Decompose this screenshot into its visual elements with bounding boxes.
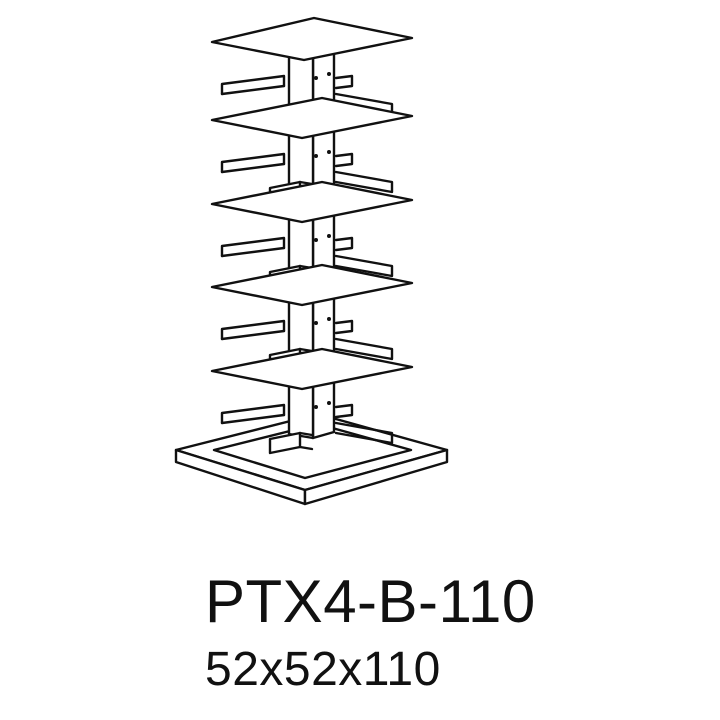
- tier-1-hook-left: [222, 76, 284, 94]
- rotating-shelf-tower-icon: [176, 18, 447, 504]
- tier-3-post-screw-2: [327, 234, 331, 238]
- tier-1-shelf: [212, 98, 412, 138]
- tier-2-shelf: [212, 182, 412, 222]
- tier-3-hook-right-upper: [336, 238, 352, 250]
- tier-4-post-screw-2: [327, 317, 331, 321]
- tier-1-post-screw-1: [314, 76, 318, 80]
- tier-3-hook-right: [336, 256, 392, 276]
- tier-3: [212, 212, 412, 305]
- tier-2-hook-left: [222, 154, 284, 172]
- tier-1-post-screw-2: [327, 72, 331, 76]
- tier-2-post-screw-2: [327, 150, 331, 154]
- tier-5-post: [289, 379, 334, 438]
- tier-3-shelf: [212, 265, 412, 305]
- tier-4: [212, 295, 412, 389]
- tier-1-hook-left-edge: [222, 86, 284, 94]
- tier-2-hook-right-upper: [336, 154, 352, 166]
- tier-5-hook-left: [222, 405, 284, 423]
- top-shelf: [212, 18, 412, 60]
- base-inner-line: [214, 424, 411, 478]
- model-code: PTX4-B-110: [205, 568, 536, 635]
- dimensions-label: 52x52x110: [205, 643, 441, 696]
- tier-5-hook-front-top: [300, 433, 312, 435]
- tier-2: [212, 128, 412, 222]
- tier-1-hook-right-upper: [336, 76, 352, 88]
- tier-2-hook-left-edge: [222, 164, 284, 172]
- base-right-edge: [305, 450, 447, 504]
- tier-3-hook-left: [222, 238, 284, 256]
- tier-5-hook-front-bottom: [300, 447, 312, 449]
- tier-5-hook-right: [336, 423, 392, 443]
- tier-5-hook-left-edge: [222, 415, 284, 423]
- top-shelf-plate: [212, 18, 412, 60]
- base-plate: [176, 414, 447, 504]
- tier-3-hook-left-edge: [222, 248, 284, 256]
- shelf-tiers: [212, 50, 412, 453]
- tier-5: [222, 379, 392, 453]
- tier-5-post-screw-1: [314, 405, 318, 409]
- tier-4-hook-left-edge: [222, 331, 284, 339]
- tier-2-post-screw-1: [314, 154, 318, 158]
- tier-4-hook-right-upper: [336, 321, 352, 333]
- tier-5-hook-right-upper: [336, 405, 352, 417]
- tier-4-post-screw-1: [314, 321, 318, 325]
- tier-5-post-screw-2: [327, 401, 331, 405]
- tier-1: [212, 50, 412, 138]
- tier-4-hook-right: [336, 339, 392, 359]
- tier-3-post-screw-1: [314, 238, 318, 242]
- tier-4-shelf: [212, 349, 412, 389]
- tier-2-hook-right: [336, 172, 392, 192]
- tier-4-hook-left: [222, 321, 284, 339]
